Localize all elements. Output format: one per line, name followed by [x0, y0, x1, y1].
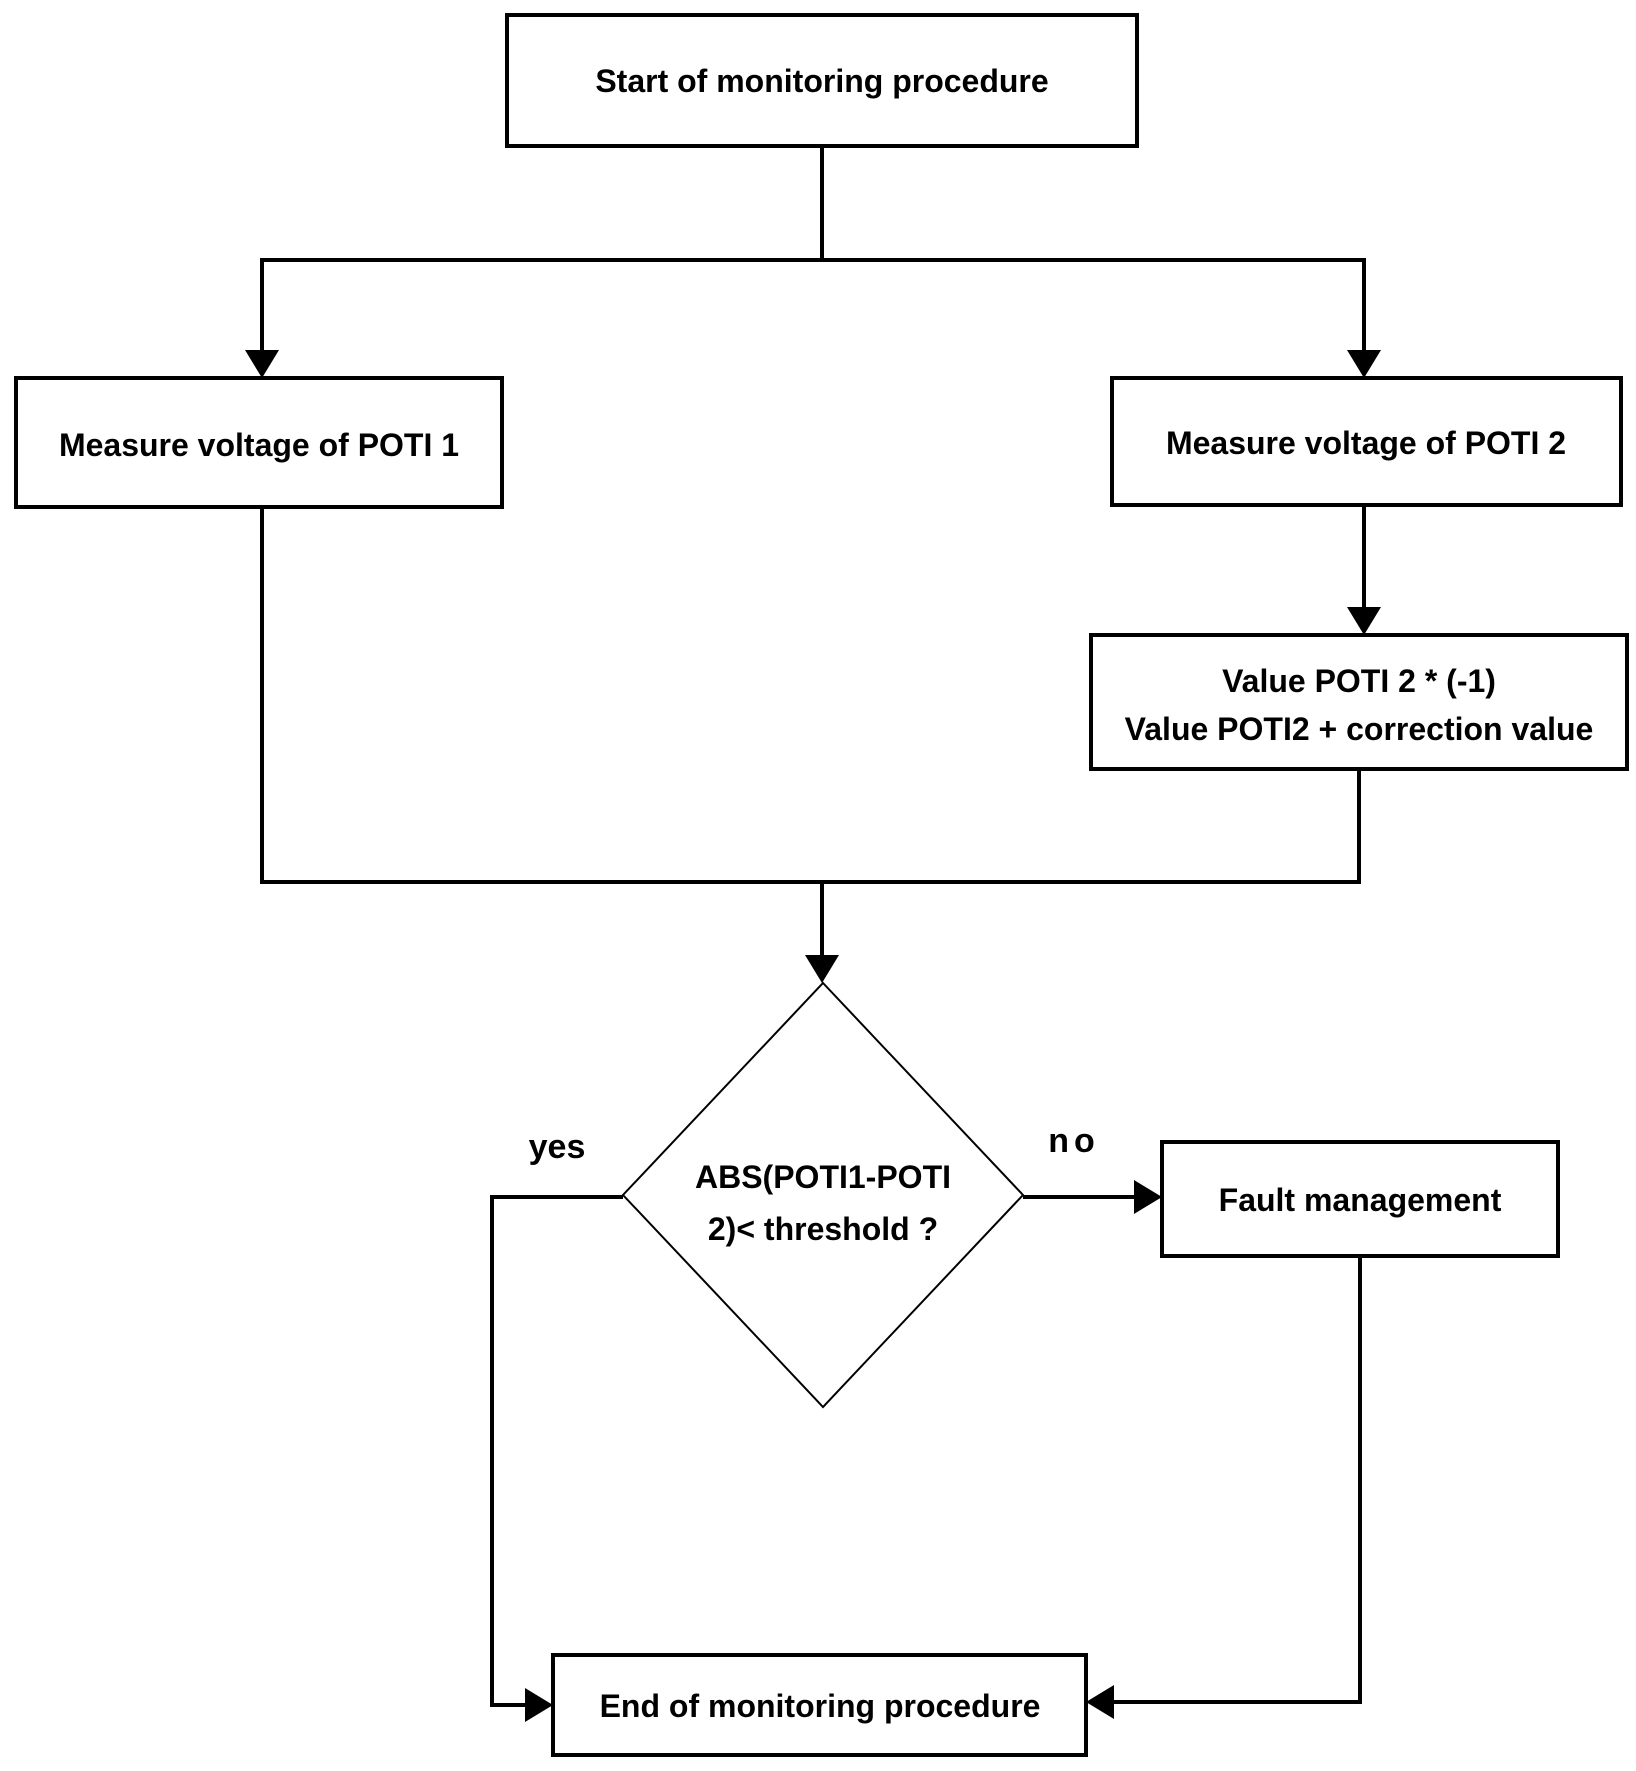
yes-edge-label: yes — [529, 1128, 586, 1166]
decision-line2: 2)< threshold ? — [708, 1211, 938, 1247]
arrowhead-right-into-fault-icon — [1134, 1180, 1162, 1214]
arrowhead-down-into-measure1-icon — [245, 350, 279, 378]
arrowhead-down-into-decision-icon — [805, 955, 839, 983]
decision-line1: ABS(POTI1-POTI — [695, 1159, 951, 1195]
decision-node — [621, 981, 1025, 1409]
arrowhead-right-into-end-icon — [525, 1688, 553, 1722]
value-correction-node — [1089, 633, 1629, 771]
no-edge-label: no — [1048, 1122, 1100, 1160]
arrowhead-left-into-end-icon — [1086, 1685, 1114, 1719]
fault-node — [1160, 1140, 1560, 1258]
measure-poti1-node — [14, 376, 504, 509]
measure-poti2-label: Measure voltage of POTI 2 — [1166, 425, 1566, 461]
fault-node-label: Fault management — [1219, 1182, 1502, 1218]
value-correction-line1: Value POTI 2 * (-1) — [1222, 663, 1496, 699]
measure-poti2-node — [1110, 376, 1623, 507]
value-correction-line2: Value POTI2 + correction value — [1125, 711, 1594, 747]
end-node — [551, 1653, 1088, 1757]
end-node-label: End of monitoring procedure — [600, 1688, 1041, 1724]
arrowhead-down-into-measure2-icon — [1347, 350, 1381, 378]
arrowhead-down-into-value-icon — [1347, 607, 1381, 635]
start-node — [505, 13, 1139, 148]
start-node-label: Start of monitoring procedure — [595, 63, 1048, 99]
measure-poti1-label: Measure voltage of POTI 1 — [59, 427, 459, 463]
